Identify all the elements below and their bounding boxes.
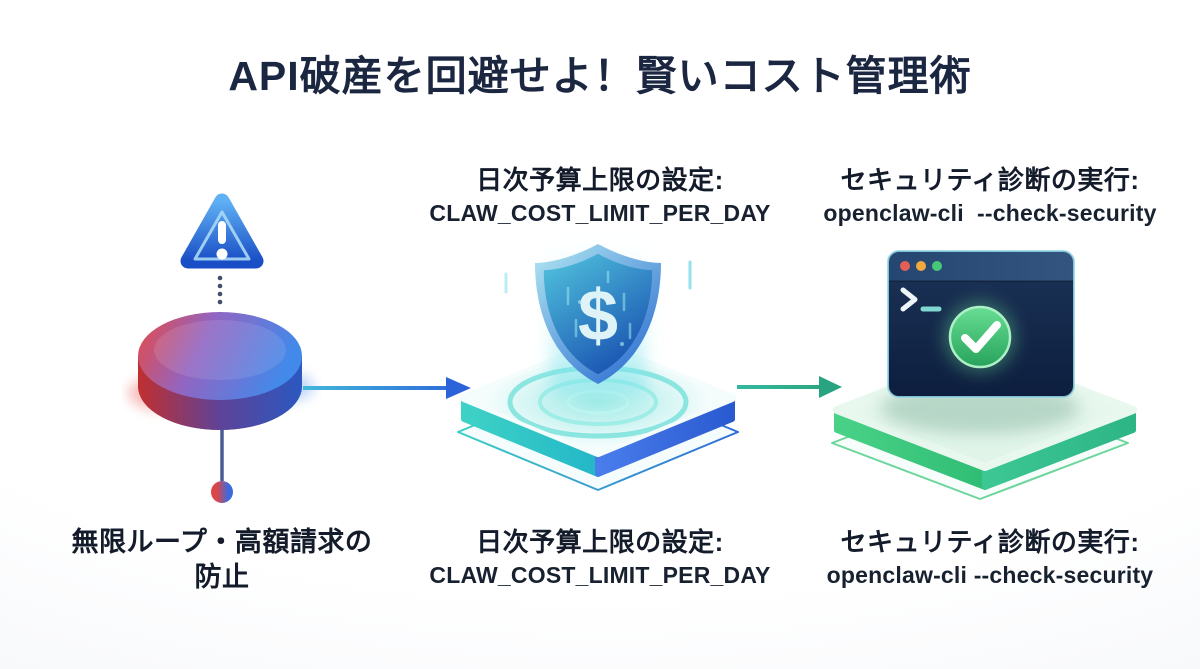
dollar-symbol: $ — [578, 276, 618, 356]
accent-lines — [504, 260, 692, 294]
security-command-top: openclaw-cli --check-security — [823, 200, 1157, 226]
ripple-rings — [488, 358, 708, 446]
risk-illustration — [128, 193, 314, 503]
budget-env-var-bottom: CLAW_COST_LIMIT_PER_DAY — [429, 562, 771, 588]
security-step-title-top: セキュリティ診断の実行: — [840, 165, 1140, 195]
budget-env-var-top: CLAW_COST_LIMIT_PER_DAY — [429, 200, 771, 226]
budget-step-title-bottom: 日次予算上限の設定: — [476, 527, 724, 557]
maximize-dot-icon — [932, 261, 942, 271]
pin-dot — [211, 481, 233, 503]
security-step-header-bottom: セキュリティ診断の実行: openclaw-cli --check-securi… — [790, 525, 1190, 591]
arrow-middle-to-right-icon — [737, 376, 842, 398]
page-title: API破産を回避せよ！賢いコスト管理術 — [228, 53, 972, 99]
security-step-header-top: セキュリティ診断の実行: openclaw-cli --check-securi… — [790, 163, 1190, 229]
risk-caption: 無限ループ・高額請求の 防止 — [22, 525, 422, 595]
arrow-left-to-middle-icon — [303, 377, 471, 399]
terminal-window-icon — [887, 250, 1075, 398]
titlebar — [888, 251, 1074, 281]
security-command-bottom: openclaw-cli --check-security — [826, 562, 1154, 588]
risk-caption-line2: 防止 — [194, 562, 250, 592]
digital-rain-lines — [566, 270, 632, 340]
budget-step-title-top: 日次予算上限の設定: — [476, 165, 724, 195]
budget-step-header-bottom: 日次予算上限の設定: CLAW_COST_LIMIT_PER_DAY — [400, 525, 800, 591]
dollar-shield-icon: $ — [535, 244, 661, 384]
window-control-dots — [900, 261, 942, 271]
security-step-title-bottom: セキュリティ診断の実行: — [840, 527, 1140, 557]
terminal-prompt-icon — [900, 287, 942, 312]
budget-shield-illustration: $ — [457, 242, 739, 491]
security-terminal-illustration — [831, 250, 1137, 500]
gradient-disc-icon — [128, 312, 314, 430]
exclamation-bar — [218, 221, 226, 244]
risk-caption-line1: 無限ループ・高額請求の — [71, 527, 373, 557]
budget-step-header-top: 日次予算上限の設定: CLAW_COST_LIMIT_PER_DAY — [400, 163, 800, 229]
close-dot-icon — [900, 261, 910, 271]
warning-triangle-icon — [180, 193, 264, 269]
dotted-connector — [217, 275, 223, 305]
check-circle-icon — [944, 301, 1016, 373]
minimize-dot-icon — [916, 261, 926, 271]
exclamation-dot — [216, 248, 228, 260]
